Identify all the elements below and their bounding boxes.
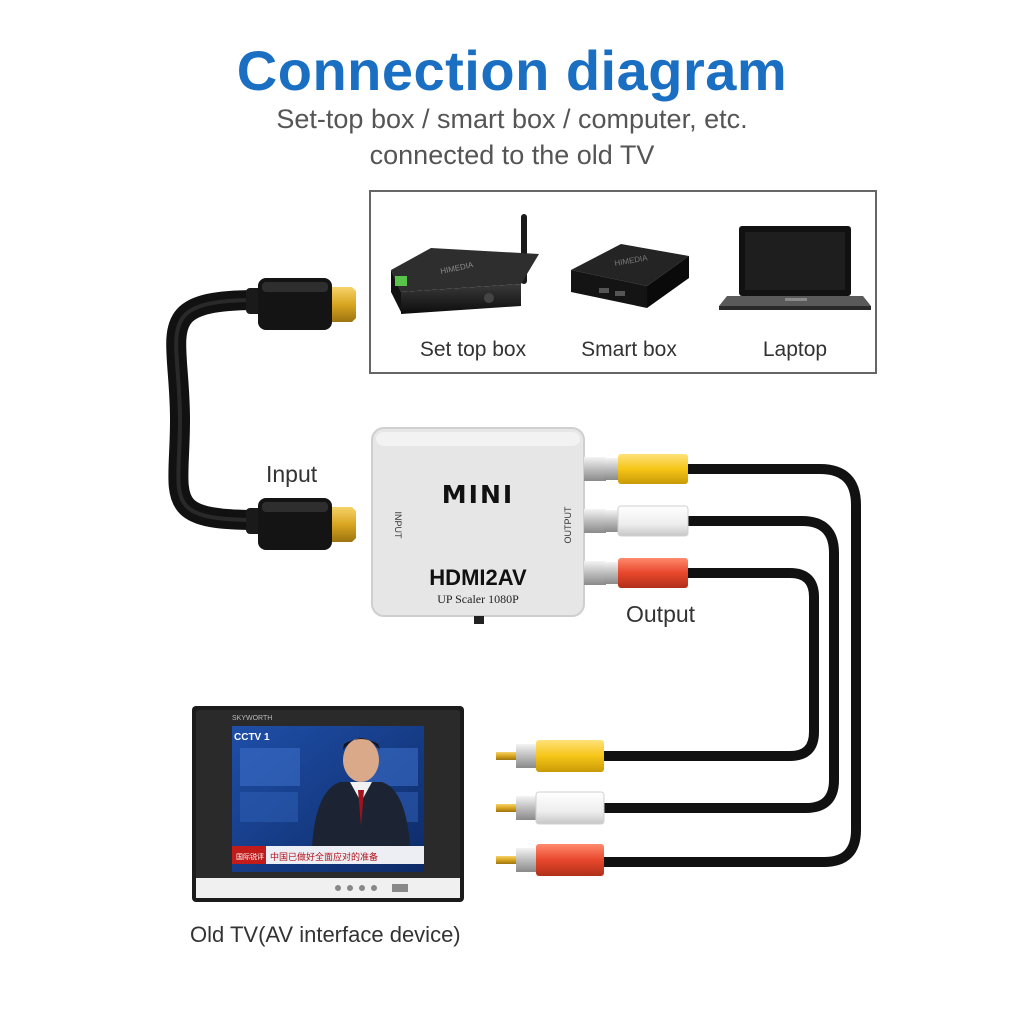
rca-plug-red-tv	[496, 844, 604, 876]
input-label: Input	[266, 461, 318, 487]
smart-box-icon: HIMEDIA	[571, 244, 689, 308]
hdmi2av-converter	[371, 427, 585, 624]
subtitle-line-1: Set-top box / smart box / computer, etc.	[276, 104, 748, 134]
laptop-icon	[719, 226, 871, 310]
hdmi-plug-top	[246, 278, 356, 330]
tv-ticker-tag: 国际锐评	[236, 852, 264, 861]
converter-output-port-label: OUTPUT	[563, 506, 573, 544]
page-title: Connection diagram	[236, 39, 788, 102]
rca-plug-white-converter	[604, 505, 689, 537]
output-label: Output	[626, 601, 696, 627]
rca-plug-yellow-converter	[604, 454, 688, 484]
rca-plug-red-converter	[604, 558, 688, 588]
tv-label: Old TV(AV interface device)	[190, 922, 461, 947]
old-tv: CCTV 1 国际锐评 中国已做好全面应对的准备 SKYWORTH	[192, 706, 464, 902]
set-top-box-icon: HIMEDIA	[391, 214, 539, 314]
source-devices-panel: HIMEDIA HIMEDIA Set top box Smart box La…	[369, 190, 877, 374]
converter-mini-label: MINI	[441, 480, 515, 509]
output-sockets	[584, 457, 606, 585]
rca-plug-white-tv	[496, 791, 605, 825]
source-devices-illustration: HIMEDIA HIMEDIA	[391, 214, 871, 314]
rca-cable-white	[600, 516, 839, 813]
rca-plug-yellow-tv	[496, 740, 604, 772]
converter-model-sub: UP Scaler 1080P	[437, 592, 519, 606]
converter-model-label: HDMI2AV	[429, 565, 527, 590]
laptop-label: Laptop	[762, 338, 828, 361]
tv-ticker-text: 中国已做好全面应对的准备	[270, 851, 378, 863]
tv-brand: SKYWORTH	[232, 715, 272, 722]
hdmi-cable	[166, 290, 268, 530]
converter-input-port-label: INPUT	[393, 511, 403, 539]
set-top-box-label: Set top box	[419, 338, 527, 361]
rca-cable-yellow	[600, 464, 861, 867]
subtitle-line-2: connected to the old TV	[369, 140, 655, 170]
rca-cable-red	[600, 568, 819, 761]
tv-channel-logo: CCTV 1	[234, 732, 270, 743]
smart-box-label: Smart box	[581, 338, 677, 361]
hdmi-plug-bottom	[246, 498, 356, 550]
